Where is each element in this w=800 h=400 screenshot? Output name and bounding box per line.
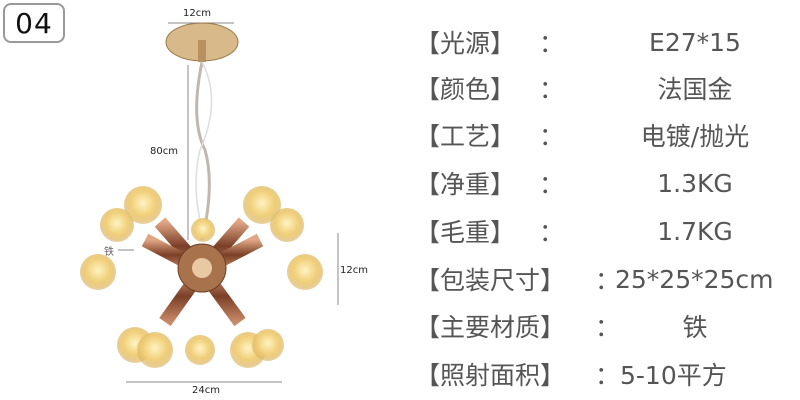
spec-row-material: 【主要材质】 ： 铁 [415, 304, 795, 348]
spec-row-coverage-area: 【照射面积】 ：5-10平方 [415, 352, 795, 396]
spec-value: 1.3KG [657, 168, 733, 198]
dim-height-label: 12cm [340, 265, 368, 276]
spec-label: 【照射面积】 [415, 361, 566, 390]
spec-colon: ： [539, 29, 565, 58]
item-number-badge: 04 [3, 3, 65, 43]
spec-colon: ： [539, 75, 565, 104]
spec-value: 电镀/抛光 [640, 122, 750, 151]
spec-row-light-source: 【光源】 ： E27*15 [415, 20, 795, 64]
spec-colon: ： [595, 266, 621, 295]
spec-row-color: 【颜色】 ： 法国金 [415, 66, 795, 110]
spec-label: 【光源】 [415, 29, 516, 58]
spec-row-craft: 【工艺】 ： 电镀/抛光 [415, 113, 795, 157]
spec-value: 铁 [682, 313, 708, 342]
spec-value: E27*15 [649, 27, 741, 57]
spec-row-net-weight: 【净重】 ： 1.3KG [415, 161, 795, 205]
spec-label: 【颜色】 [415, 75, 516, 104]
spec-label: 【工艺】 [415, 122, 516, 151]
spec-value: 1.7KG [657, 216, 733, 246]
spec-label: 【主要材质】 [415, 313, 566, 342]
spec-row-package-size: 【包装尺寸】 ：25*25*25cm [415, 257, 795, 301]
dim-width-label: 24cm [192, 385, 220, 396]
spec-value: 法国金 [657, 75, 733, 104]
dim-chain-label: 80cm [150, 146, 178, 157]
bulbs [80, 186, 323, 368]
spec-row-gross-weight: 【毛重】 ： 1.7KG [415, 209, 795, 253]
spec-colon: ： [595, 313, 621, 342]
spec-colon: ： [595, 361, 621, 390]
spec-colon: ： [539, 170, 565, 199]
chandelier-image [80, 22, 339, 383]
spec-value: 25*25*25cm [615, 264, 774, 294]
spec-label: 【净重】 [415, 170, 516, 199]
spec-label: 【包装尺寸】 [415, 266, 566, 295]
dim-canopy-label: 12cm [183, 8, 211, 19]
spec-colon: ： [539, 218, 565, 247]
chain [195, 61, 211, 241]
material-callout: 铁 [104, 247, 114, 258]
spec-label: 【毛重】 [415, 218, 516, 247]
spec-value: 5-10平方 [620, 361, 727, 390]
spec-colon: ： [539, 122, 565, 151]
